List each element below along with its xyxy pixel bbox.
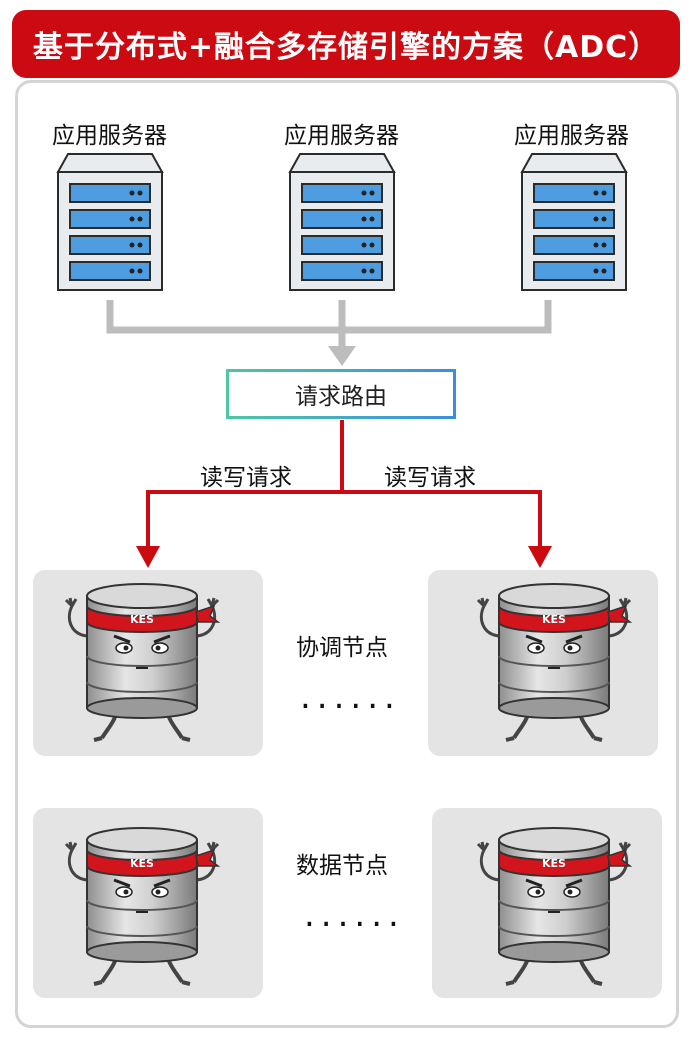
kes-badge-3: KES [130, 857, 154, 870]
data-node-label: 数据节点 [296, 853, 388, 879]
diagram-frame [15, 80, 679, 1028]
kes-database-mascot-icon-1 [64, 582, 220, 742]
request-router-box: 请求路由 [226, 369, 456, 419]
server-icon-3 [521, 153, 627, 291]
app-server-label-3: 应用服务器 [514, 123, 629, 149]
server-icon-1 [57, 153, 163, 291]
kes-database-mascot-icon-3 [64, 826, 220, 986]
rw-request-label-left: 读写请求 [200, 465, 292, 491]
rw-request-arrows [146, 420, 542, 548]
kes-badge-2: KES [542, 613, 566, 626]
app-server-label-2: 应用服务器 [284, 123, 399, 149]
kes-database-mascot-icon-4 [476, 826, 632, 986]
diagram-title: 基于分布式+融合多存储引擎的方案（ADC） [12, 10, 680, 78]
server-connector-lines [106, 300, 552, 350]
rw-request-label-right: 读写请求 [384, 465, 476, 491]
router-label: 请求路由 [295, 384, 387, 410]
kes-database-mascot-icon-2 [476, 582, 632, 742]
coord-node-ellipsis: ...... [300, 677, 401, 717]
kes-badge-4: KES [542, 857, 566, 870]
app-server-label-1: 应用服务器 [52, 123, 167, 149]
data-node-ellipsis: ...... [304, 895, 405, 935]
kes-badge-1: KES [130, 613, 154, 626]
server-icon-2 [289, 153, 395, 291]
coord-node-label: 协调节点 [296, 635, 388, 661]
router-arrow [328, 346, 356, 366]
